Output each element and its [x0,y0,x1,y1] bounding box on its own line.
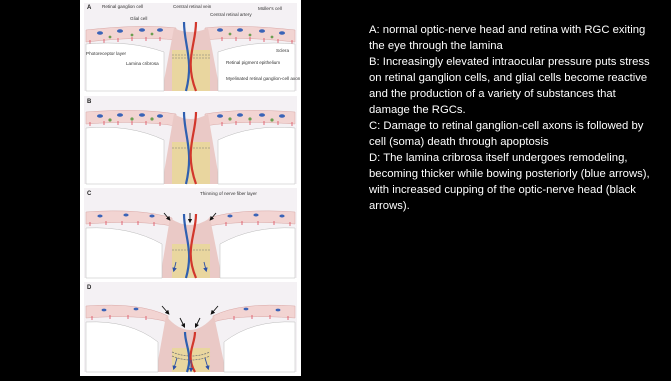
panel-d-label: D [87,285,92,291]
label-myelinated-axon: Myelinated retinal ganglion-cell axon [226,76,301,81]
panel-c: C Thinning of nerve fiber layer [84,188,297,278]
label-mullers-cell: Müller's cell [258,6,282,11]
caption-c: C: Damage to retinal ganglion-cell axons… [369,118,654,150]
label-lamina-cribrosa: Lamina cribrosa [126,61,159,66]
label-central-retinal-artery: Central retinal artery [210,12,252,17]
panel-a-label: A [87,5,92,11]
label-thinning-nerve-fiber-layer: Thinning of nerve fiber layer [200,191,257,196]
label-photoreceptor-layer: Photoreceptor layer [86,51,127,56]
label-retinal-pigment-epithelium: Retinal pigment epithelium [226,60,280,65]
caption-d: D: The lamina cribrosa itself undergoes … [369,150,654,214]
panel-b-label: B [87,99,92,105]
figure-canvas: A Retinal ganglion cell Glial cell Centr… [80,0,301,376]
panel-b: B [84,96,297,184]
label-retinal-ganglion-cell: Retinal ganglion cell [102,4,143,9]
panel-c-label: C [87,191,92,197]
caption-text: A: normal optic-nerve head and retina wi… [369,22,654,214]
panel-d: D [84,282,297,372]
glaucoma-figure: A Retinal ganglion cell Glial cell Centr… [80,0,301,376]
caption-a: A: normal optic-nerve head and retina wi… [369,22,654,54]
label-central-retinal-vein: Central retinal vein [173,4,212,9]
caption-b: B: Increasingly elevated intraocular pre… [369,54,654,118]
label-sclera: Sclera [276,48,289,53]
label-glial-cell: Glial cell [130,16,147,21]
panel-a: A Retinal ganglion cell Glial cell Centr… [84,3,301,91]
